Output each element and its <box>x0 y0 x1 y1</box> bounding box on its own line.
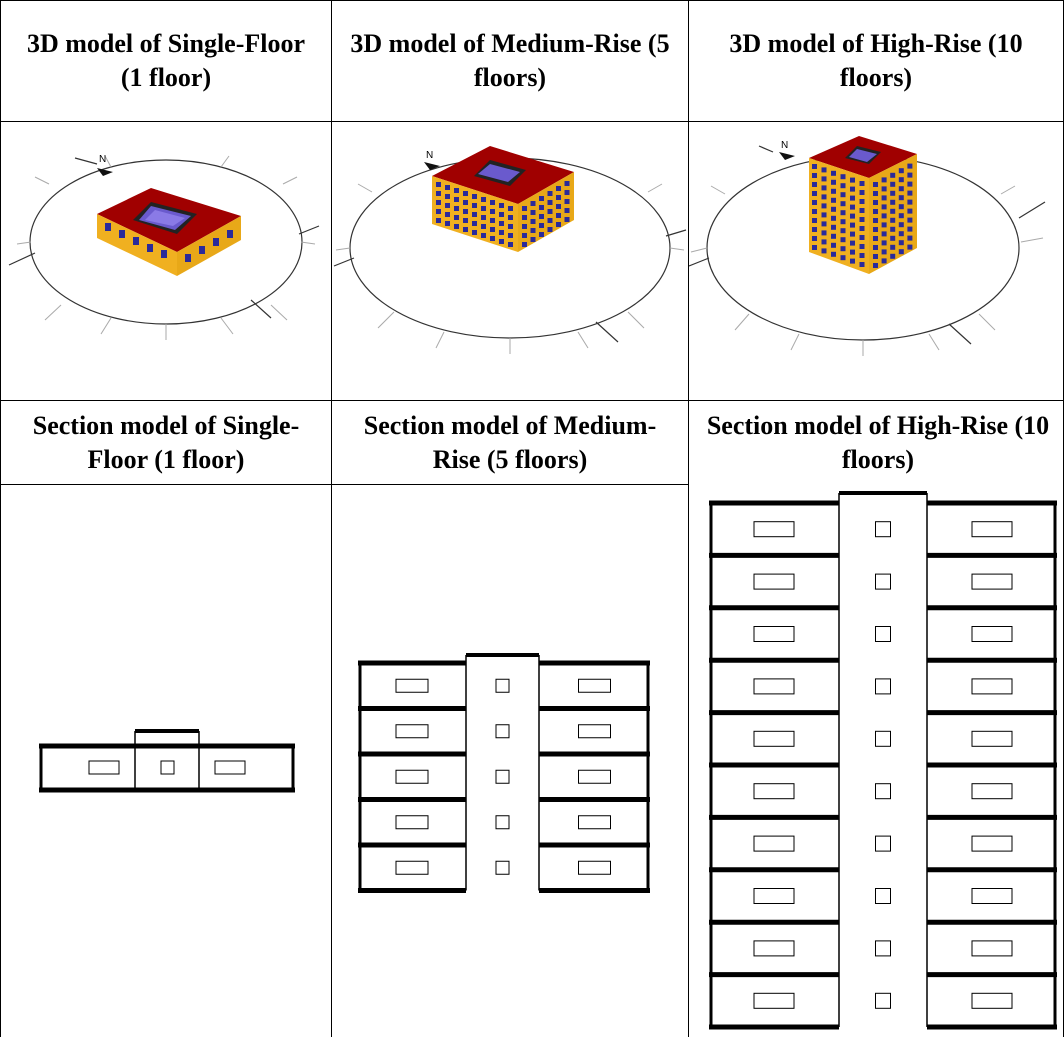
header-section-high: Section model of High-Rise (10 floors) <box>706 411 1050 474</box>
section-single-floor <box>1 485 331 1037</box>
table-divider-2 <box>688 0 689 1037</box>
header-section-medium: Section model of Medium-Rise (5 floors) <box>363 411 657 474</box>
compass-north-label: N <box>426 150 433 161</box>
table-border-left <box>0 0 1 1037</box>
model-3d-high-rise: N <box>689 122 1063 400</box>
header-3d-single: 3D model of Single-Floor (1 floor) <box>26 28 306 92</box>
compass-north-label: N <box>99 154 106 165</box>
model-3d-medium-rise: N <box>332 122 688 400</box>
row-divider-3 <box>0 484 688 485</box>
table-divider-1 <box>331 0 332 1037</box>
compass-north-label: N <box>781 140 788 151</box>
header-3d-high: 3D model of High-Rise (10 floors) <box>729 28 1023 92</box>
section-medium-rise <box>332 485 688 1037</box>
table-border-top <box>0 0 1064 1</box>
row-divider-1 <box>0 121 1064 122</box>
header-section-single: Section model of Single-Floor (1 floor) <box>32 411 300 474</box>
model-3d-single-floor: N <box>1 122 331 400</box>
section-high-rise <box>689 485 1063 1037</box>
header-3d-medium: 3D model of Medium-Rise (5 floors) <box>350 28 670 92</box>
row-divider-2 <box>0 400 1064 401</box>
